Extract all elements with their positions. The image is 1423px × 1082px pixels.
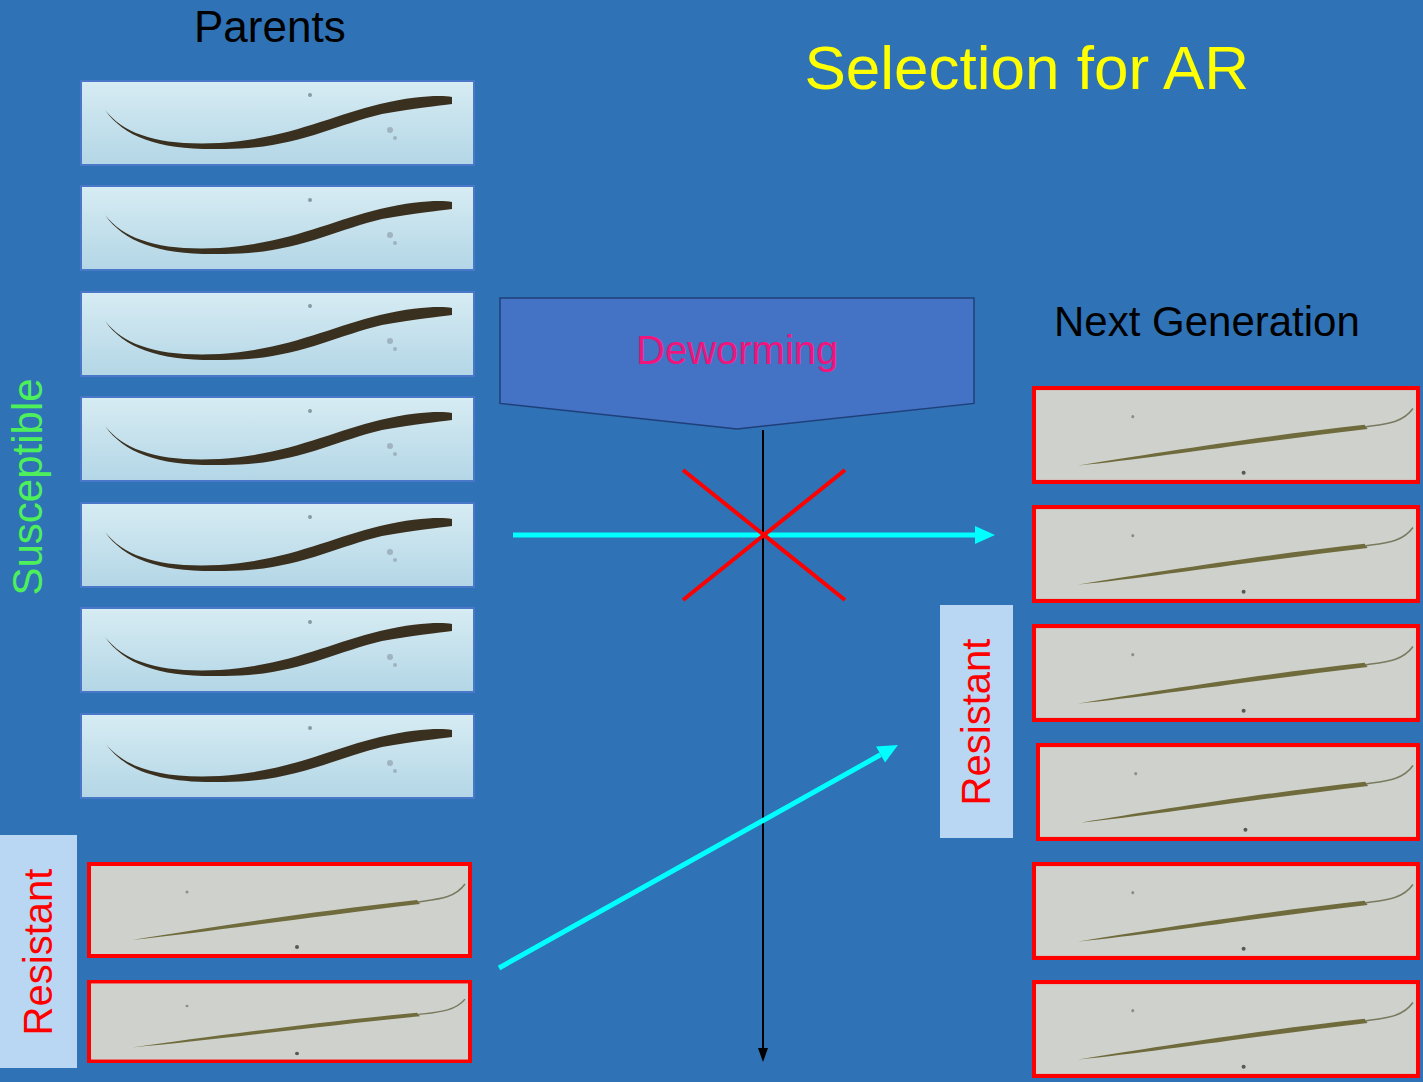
susceptible-worm	[81, 714, 474, 798]
resistant-worm	[1034, 507, 1418, 601]
pentagon-shape	[500, 298, 974, 429]
resistant-worm	[1034, 626, 1418, 720]
susceptible-worm	[81, 397, 474, 481]
column-heading: Parents	[194, 5, 346, 49]
vertical-label: Resistant	[956, 638, 996, 805]
susceptible-worm	[81, 186, 474, 270]
label-holder: Next Generation	[1054, 301, 1360, 343]
label-holder: Susceptible	[0, 466, 136, 508]
resistant-worm	[1034, 982, 1418, 1076]
group-label: Susceptible	[6, 378, 48, 595]
resistant-worm	[89, 864, 470, 956]
resistant-worm	[1034, 388, 1418, 482]
resistant-tag: Resistant	[940, 605, 1013, 838]
susceptible-worm	[81, 608, 474, 692]
title-holder: Selection for AR	[805, 37, 1250, 99]
label-holder: Parents	[194, 5, 346, 49]
vertical-label: Resistant	[18, 868, 58, 1035]
box-label: Deworming	[636, 330, 838, 370]
resistant-tag: Resistant	[0, 835, 77, 1068]
survival-arrow	[499, 745, 898, 968]
resistant-worm	[1038, 745, 1418, 839]
deworming-box: Deworming	[499, 297, 975, 430]
time-arrow	[758, 430, 768, 1062]
susceptible-worm	[81, 503, 474, 587]
susceptible-worm	[81, 292, 474, 376]
susceptible-worm	[81, 81, 474, 165]
resistant-worm	[89, 982, 470, 1062]
slide-title: Selection for AR	[805, 37, 1250, 99]
column-heading: Next Generation	[1054, 301, 1360, 343]
resistant-worm	[1034, 864, 1418, 958]
blocked-cross	[683, 470, 845, 600]
